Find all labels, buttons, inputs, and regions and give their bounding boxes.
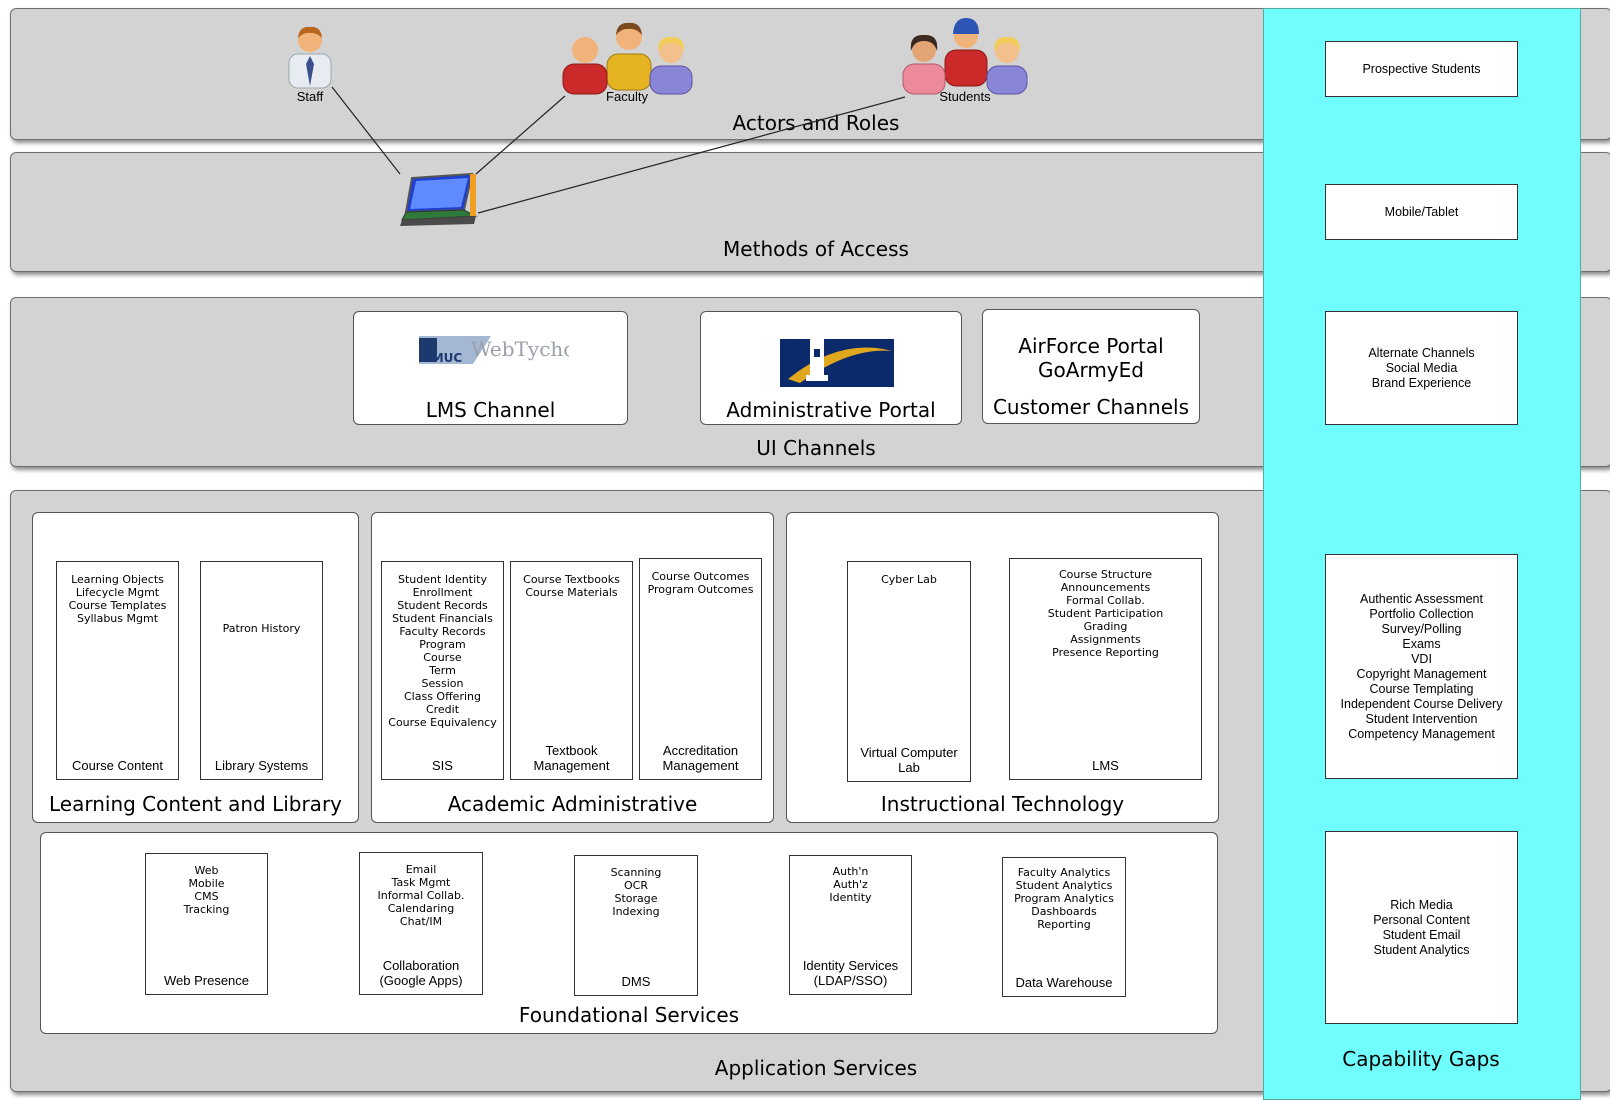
- accreditation-mgmt-items: Course Outcomes Program Outcomes: [647, 570, 754, 596]
- foundational-group-title: Foundational Services: [518, 1003, 740, 1027]
- identity-services-box: Auth'n Auth'z Identity Identity Services…: [789, 855, 912, 995]
- library-systems-label: Library Systems: [214, 758, 309, 773]
- access-band-title: Methods of Access: [723, 237, 909, 261]
- collaboration-box: Email Task Mgmt Informal Collab. Calenda…: [359, 852, 483, 995]
- dms-label: DMS: [621, 974, 651, 989]
- library-systems-box: Patron History Library Systems: [200, 561, 323, 780]
- actors-band-title: Actors and Roles: [732, 111, 900, 135]
- lms-channel-box: UMUC WebTycho LMS Channel: [353, 311, 628, 425]
- umuc-logo-text: UMUC: [422, 351, 462, 365]
- sis-items: Student Identity Enrollment Student Reco…: [388, 573, 497, 729]
- admin-portal-label: Administrative Portal: [726, 398, 936, 422]
- gap-box-mobile: Mobile/Tablet: [1325, 184, 1518, 240]
- data-warehouse-label: Data Warehouse: [1015, 975, 1113, 990]
- app-band-title: Application Services: [714, 1056, 918, 1080]
- customer-channel-line1: AirForce Portal: [1018, 334, 1164, 358]
- actor-staff-label: Staff: [296, 89, 324, 104]
- accreditation-mgmt-label: Accreditation Management: [662, 743, 739, 773]
- webtycho-logo: UMUC WebTycho: [419, 336, 569, 365]
- webtycho-logo-text: WebTycho: [471, 337, 569, 361]
- customer-channels-box: AirForce Portal GoArmyEd Customer Channe…: [982, 309, 1200, 424]
- data-warehouse-box: Faculty Analytics Student Analytics Prog…: [1002, 857, 1126, 997]
- lms-label: LMS: [1092, 758, 1119, 773]
- ui-band-title: UI Channels: [756, 436, 876, 460]
- textbook-mgmt-label: Textbook Management: [533, 743, 610, 773]
- gap-box-assessment: Authentic Assessment Portfolio Collectio…: [1325, 554, 1518, 779]
- gap-box-channels: Alternate Channels Social Media Brand Ex…: [1325, 311, 1518, 425]
- library-systems-items: Patron History: [222, 622, 301, 635]
- academic-group-title: Academic Administrative: [447, 792, 698, 816]
- faculty-icon: [562, 22, 693, 95]
- sis-box: Student Identity Enrollment Student Reco…: [381, 561, 504, 780]
- dms-items: Scanning OCR Storage Indexing: [610, 866, 662, 918]
- connector-lines: [331, 86, 906, 214]
- textbook-mgmt-box: Course Textbooks Course Materials Textbo…: [510, 561, 633, 780]
- customer-channel-line2: GoArmyEd: [1038, 358, 1144, 382]
- staff-icon: [288, 26, 332, 89]
- capability-gaps-title: Capability Gaps: [1342, 1047, 1500, 1071]
- customer-channels-label: Customer Channels: [992, 395, 1190, 419]
- web-presence-items: Web Mobile CMS Tracking: [183, 864, 230, 916]
- course-content-box: Learning Objects Lifecycle Mgmt Course T…: [56, 561, 179, 780]
- data-warehouse-items: Faculty Analytics Student Analytics Prog…: [1014, 866, 1114, 931]
- learning-group-title: Learning Content and Library: [49, 792, 342, 816]
- students-icon: [902, 18, 1028, 95]
- web-presence-label: Web Presence: [163, 973, 250, 988]
- textbook-mgmt-items: Course Textbooks Course Materials: [523, 573, 620, 599]
- instructional-group-title: Instructional Technology: [880, 792, 1125, 816]
- course-content-items: Learning Objects Lifecycle Mgmt Course T…: [68, 573, 167, 625]
- lms-items: Course Structure Announcements Formal Co…: [1047, 568, 1164, 659]
- actor-faculty-label: Faculty: [606, 89, 648, 104]
- sis-label: SIS: [432, 758, 453, 773]
- laptop-icon: [400, 172, 478, 226]
- lms-channel-label: LMS Channel: [425, 398, 556, 422]
- identity-services-items: Auth'n Auth'z Identity: [829, 865, 872, 904]
- gap-box-media: Rich Media Personal Content Student Emai…: [1325, 831, 1518, 1024]
- web-presence-box: Web Mobile CMS Tracking Web Presence: [145, 853, 268, 995]
- identity-services-label: Identity Services (LDAP/SSO): [802, 958, 899, 988]
- accreditation-mgmt-box: Course Outcomes Program Outcomes Accredi…: [639, 558, 762, 780]
- virtual-lab-box: Cyber Lab Virtual Computer Lab: [847, 561, 971, 782]
- collaboration-items: Email Task Mgmt Informal Collab. Calenda…: [377, 863, 465, 928]
- actor-students-label: Students: [939, 89, 991, 104]
- admin-portal-box: Administrative Portal: [700, 311, 962, 425]
- collaboration-label: Collaboration (Google Apps): [379, 958, 463, 988]
- virtual-lab-label: Virtual Computer Lab: [860, 745, 958, 775]
- lms-box: Course Structure Announcements Formal Co…: [1009, 558, 1202, 780]
- gap-box-prospective: Prospective Students: [1325, 41, 1518, 97]
- portal-logo: [780, 327, 894, 387]
- virtual-lab-items: Cyber Lab: [881, 573, 937, 586]
- course-content-label: Course Content: [71, 758, 164, 773]
- dms-box: Scanning OCR Storage Indexing DMS: [574, 855, 698, 996]
